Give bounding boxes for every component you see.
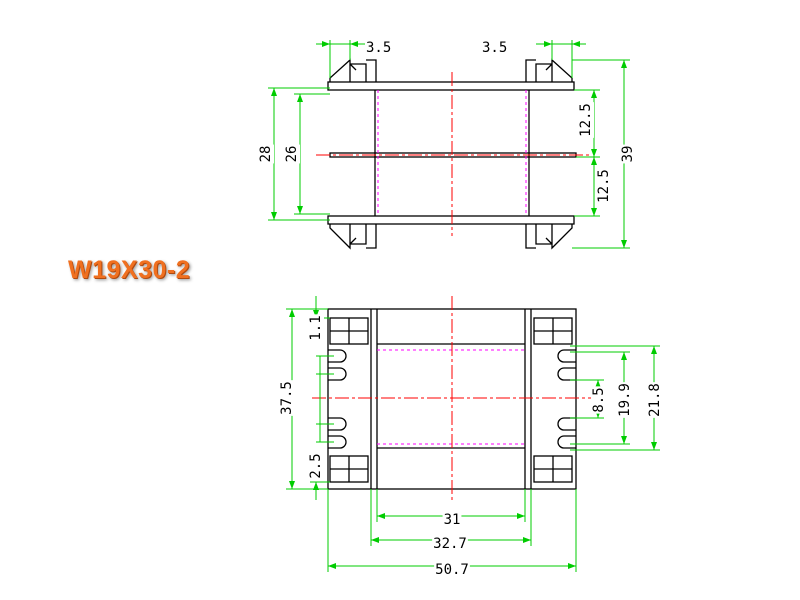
dim-tab-right: 3.5 <box>482 40 507 56</box>
bottom-view-hidden-lines <box>377 349 525 445</box>
top-flange <box>327 81 575 91</box>
dim-slot-pitch: 8.5 <box>591 387 607 412</box>
slots-left <box>328 349 347 449</box>
part-number-title: W19X30-2 <box>68 256 191 284</box>
bottom-view-arrowheads <box>289 309 657 569</box>
dim-core-width: 31 <box>444 512 461 528</box>
bottom-view <box>327 308 577 490</box>
bottom-view-dimension-labels: 1.1 37.5 2.5 8.5 19.9 21.8 31 32.7 50.7 <box>279 314 663 578</box>
dim-top-offset: 1.1 <box>308 315 324 340</box>
dim-overall-height: 37.5 <box>279 381 295 415</box>
pin-bottom-left <box>329 224 377 250</box>
dim-slot-span-outer: 21.8 <box>647 383 663 417</box>
dim-bottom-offset: 2.5 <box>308 453 324 478</box>
pin-top-right <box>525 58 573 82</box>
slots-right <box>557 349 576 449</box>
dim-half-upper: 12.5 <box>578 103 594 137</box>
pin-top-left <box>329 58 377 82</box>
pin-bottom-right <box>525 224 573 250</box>
dim-inner-height: 26 <box>284 146 300 163</box>
bottom-view-center-lines <box>312 296 592 500</box>
top-view-dimension-labels: 3.5 3.5 28 26 12.5 12.5 39 <box>258 40 636 204</box>
bottom-flange <box>327 215 575 225</box>
top-view-dimensions <box>268 40 630 249</box>
dim-outer-height: 28 <box>258 146 274 163</box>
top-view-center-lines <box>316 72 590 236</box>
dim-overall-width: 50.7 <box>435 562 469 578</box>
dim-half-lower: 12.5 <box>596 169 612 203</box>
dim-total-height: 39 <box>620 146 636 163</box>
top-view-arrowheads <box>271 41 627 248</box>
dim-slot-span: 19.9 <box>617 383 633 417</box>
dim-bobbin-width: 32.7 <box>433 536 467 552</box>
dim-tab-left: 3.5 <box>366 40 391 56</box>
bottom-view-dimensions <box>286 296 660 572</box>
top-view-hidden-lines <box>377 90 527 216</box>
